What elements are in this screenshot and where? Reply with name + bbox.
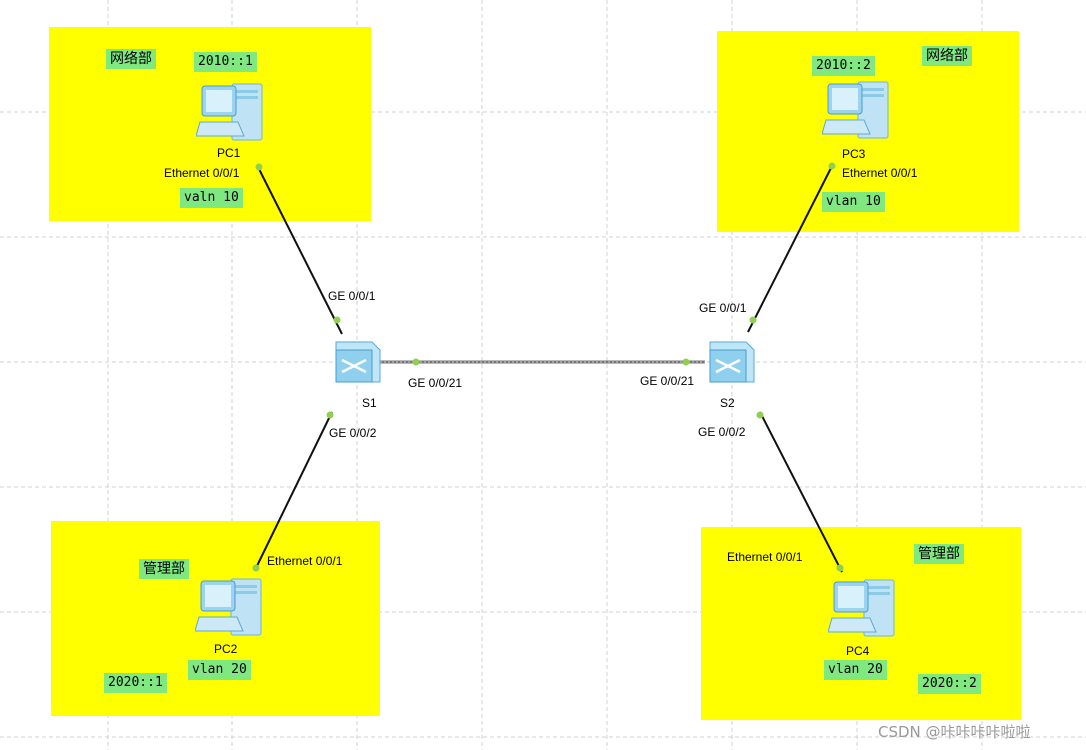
vlan-label-top-left: valn 10	[180, 188, 243, 208]
dept-label-bottom-left: 管理部	[139, 559, 189, 579]
port-dot-pc2	[252, 564, 260, 572]
port-dot-s2-ge21	[682, 358, 690, 366]
port-dot-s1-ge21	[412, 358, 420, 366]
pc4-computer-icon[interactable]	[828, 578, 898, 640]
s2-ge1-label: GE 0/0/1	[699, 301, 747, 315]
pc2-label: PC2	[214, 642, 238, 656]
port-dot-pc3	[828, 162, 836, 170]
watermark: CSDN @咔咔咔咔啦啦	[878, 723, 1031, 741]
port-dot-pc1	[255, 163, 263, 171]
pc4-port-label: Ethernet 0/0/1	[727, 550, 803, 564]
ip-label-bottom-left: 2020::1	[104, 673, 167, 693]
port-dot-s1-ge1	[333, 316, 341, 324]
port-dot-s2-ge1	[749, 316, 757, 324]
port-dot-pc4	[836, 564, 844, 572]
pc4-label: PC4	[846, 644, 870, 658]
s1-label: S1	[362, 396, 377, 410]
s2-ge2-label: GE 0/0/2	[698, 425, 746, 439]
link-pc2-s1	[254, 411, 333, 571]
vlan-label-top-right: vlan 10	[822, 192, 885, 212]
pc2-computer-icon[interactable]	[195, 577, 265, 639]
s1-ge2-label: GE 0/0/2	[329, 426, 377, 440]
s2-label: S2	[720, 396, 735, 410]
port-dot-s1-ge2	[326, 411, 334, 419]
pc1-computer-icon[interactable]	[196, 82, 266, 144]
s1-ge21-label: GE 0/0/21	[408, 376, 463, 390]
link-pc1-s1	[257, 166, 343, 335]
ip-label-bottom-right: 2020::2	[918, 674, 981, 694]
pc1-port-label: Ethernet 0/0/1	[164, 166, 240, 180]
pc3-label: PC3	[842, 147, 866, 161]
dept-label-top-left: 网络部	[106, 49, 156, 69]
pc3-port-label: Ethernet 0/0/1	[842, 166, 918, 180]
link-pc4-s2	[759, 411, 843, 573]
s1-ge1-label: GE 0/0/1	[328, 289, 376, 303]
link-pc3-s2	[747, 165, 833, 333]
pc3-computer-icon[interactable]	[822, 80, 892, 142]
pc2-port-label: Ethernet 0/0/1	[267, 554, 343, 568]
ip-label-top-left: 2010::1	[194, 52, 257, 72]
port-dot-s2-ge2	[756, 411, 764, 419]
vlan-label-bottom-right: vlan 20	[824, 660, 887, 680]
dept-label-bottom-right: 管理部	[914, 544, 964, 564]
s2-ge21-label: GE 0/0/21	[640, 374, 695, 388]
s1-switch-icon[interactable]	[328, 336, 382, 390]
s2-switch-icon[interactable]	[702, 336, 756, 390]
dept-label-top-right: 网络部	[922, 46, 972, 66]
ip-label-top-right: 2010::2	[812, 56, 875, 76]
vlan-label-bottom-left: vlan 20	[188, 660, 251, 680]
pc1-label: PC1	[217, 146, 241, 160]
